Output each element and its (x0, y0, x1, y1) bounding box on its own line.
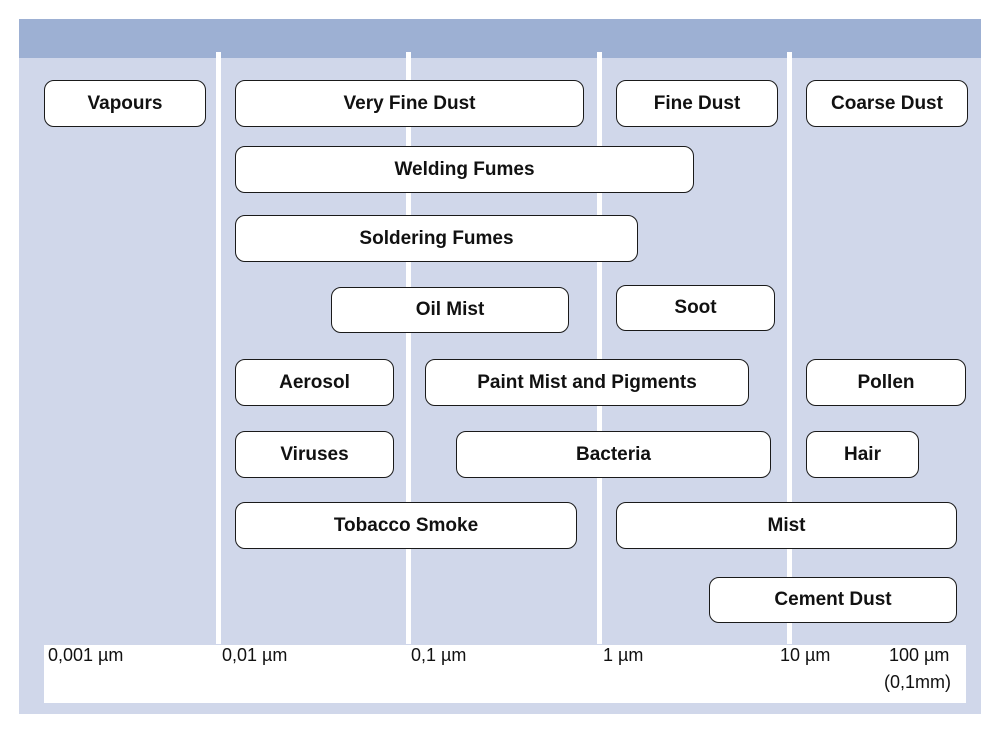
pill-cement-dust: Cement Dust (709, 577, 957, 623)
divider-0-1um (406, 52, 411, 644)
tick-label-100um: 100 µm (889, 645, 950, 665)
pill-oil-mist: Oil Mist (331, 287, 569, 333)
divider-1um (597, 52, 602, 644)
pill-tobacco-smoke: Tobacco Smoke (235, 502, 577, 549)
pill-bacteria: Bacteria (456, 431, 771, 478)
pill-welding-fumes: Welding Fumes (235, 146, 694, 193)
pill-soot: Soot (616, 285, 775, 331)
divider-0-01um (216, 52, 221, 644)
pill-mist: Mist (616, 502, 957, 549)
pill-soldering-fumes: Soldering Fumes (235, 215, 638, 262)
pill-hair: Hair (806, 431, 919, 478)
pill-pollen: Pollen (806, 359, 966, 406)
scale-axis-strip (44, 645, 966, 703)
tick-label-1um: 1 µm (603, 645, 644, 665)
pill-fine-dust: Fine Dust (616, 80, 778, 127)
tick-label-10um: 10 µm (780, 645, 831, 665)
pill-aerosol: Aerosol (235, 359, 394, 406)
pill-vapours: Vapours (44, 80, 206, 127)
pill-viruses: Viruses (235, 431, 394, 478)
pill-very-fine-dust: Very Fine Dust (235, 80, 584, 127)
pill-coarse-dust: Coarse Dust (806, 80, 968, 127)
header-bar (19, 19, 981, 58)
tick-label-0-1um: 0,1 µm (411, 645, 467, 665)
pill-paint-mist: Paint Mist and Pigments (425, 359, 749, 406)
tick-note-0-1mm: (0,1mm) (884, 672, 951, 692)
tick-label-0-01um: 0,01 µm (222, 645, 288, 665)
tick-label-0-001um: 0,001 µm (48, 645, 124, 665)
divider-10um (787, 52, 792, 644)
